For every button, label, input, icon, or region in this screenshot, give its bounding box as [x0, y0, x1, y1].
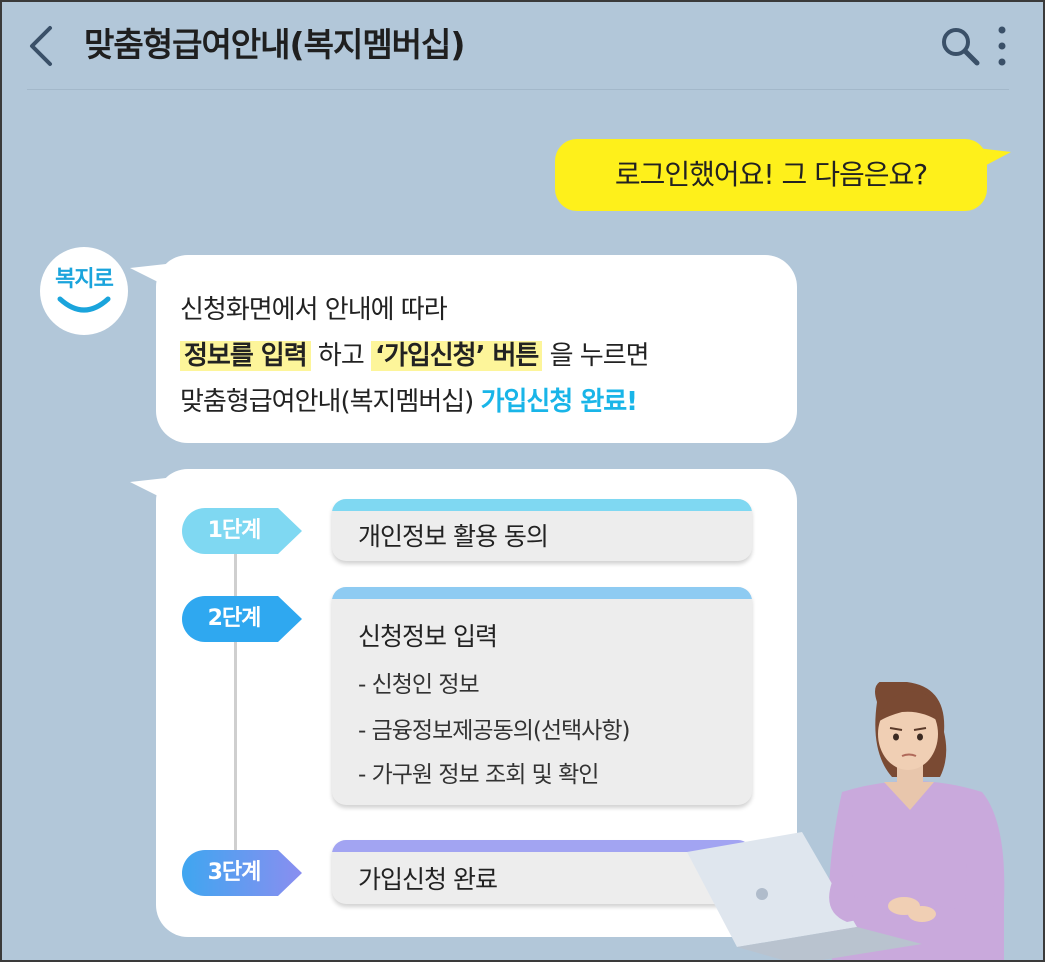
bot-avatar-logo-text: 복지로 [55, 267, 114, 292]
woman-with-laptop-illustration [687, 682, 1005, 960]
bot-message-line-3: 맞춤형급여안내(복지멤버십) 가입신청 완료! [180, 381, 638, 418]
step-3-label: 3단계 [207, 860, 262, 885]
step-1-label: 1단계 [207, 518, 262, 543]
bot-message-bubble: 신청화면에서 안내에 따라 정보를 입력 하고 ‘가입신청’ 버튼 을 누르면 … [156, 255, 797, 443]
back-button[interactable] [24, 22, 60, 70]
search-button[interactable] [938, 24, 982, 68]
user-message-text: 로그인했어요! 그 다음은요? [614, 158, 928, 191]
bot-message-text: 신청화면에서 안내에 따라 [180, 295, 448, 325]
bot-message-text: 맞춤형급여안내(복지멤버십) [180, 387, 481, 417]
step-2-item: - 신청인 정보 [358, 672, 480, 698]
smile-logo-icon [57, 296, 111, 313]
header-divider [27, 89, 1009, 90]
more-vertical-icon [998, 26, 1006, 66]
step-2-tag: 2단계 [182, 596, 302, 642]
step-2-card: 신청정보 입력 - 신청인 정보 - 금융정보제공동의(선택사항) - 가구원 … [332, 587, 752, 805]
step-2-title: 신청정보 입력 [358, 622, 498, 651]
search-icon [942, 28, 980, 66]
step-2-item: - 가구원 정보 조회 및 확인 [358, 762, 599, 788]
step-1-card: 개인정보 활용 동의 [332, 499, 752, 561]
step-3-card: 가입신청 완료 [332, 840, 752, 904]
step-2-item: - 금융정보제공동의(선택사항) [358, 718, 630, 744]
user-message-bubble: 로그인했어요! 그 다음은요? [555, 139, 987, 211]
highlight-enter-info: 정보를 입력 [180, 341, 311, 371]
step-1-tag: 1단계 [182, 508, 302, 554]
bot-message-line-2: 정보를 입력 하고 ‘가입신청’ 버튼 을 누르면 [180, 335, 650, 372]
chevron-left-icon [30, 26, 52, 66]
join-complete-text: 가입신청 완료! [480, 387, 638, 417]
bot-message-text: 을 누르면 [542, 341, 650, 371]
step-2-label: 2단계 [207, 606, 262, 631]
bot-message-text: 하고 [310, 341, 372, 371]
bot-message-line-1: 신청화면에서 안내에 따라 [180, 289, 448, 326]
more-button[interactable] [992, 24, 1012, 68]
chat-header: 맞춤형급여안내(복지멤버십) [2, 2, 1043, 90]
step-1-title: 개인정보 활용 동의 [358, 522, 549, 551]
highlight-join-button: ‘가입신청’ 버튼 [371, 341, 543, 371]
bot-avatar[interactable]: 복지로 [40, 247, 128, 335]
step-3-tag: 3단계 [182, 850, 302, 896]
step-3-title: 가입신청 완료 [358, 865, 498, 894]
step-timeline [234, 547, 237, 867]
chat-title: 맞춤형급여안내(복지멤버십) [84, 25, 465, 64]
